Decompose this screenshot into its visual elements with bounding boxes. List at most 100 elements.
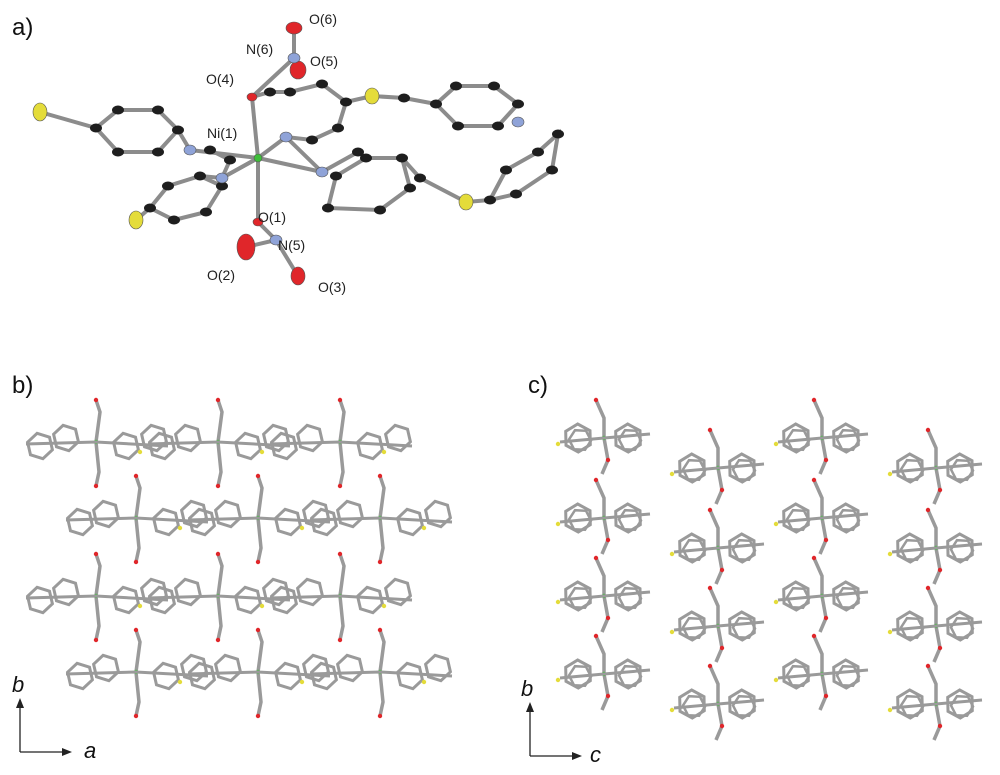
- ring: [213, 499, 243, 529]
- complex-unit: [669, 663, 765, 741]
- carbon-atom: [492, 121, 504, 131]
- ring: [896, 532, 924, 564]
- ring: [147, 585, 177, 615]
- oxygen-atom: [593, 477, 599, 483]
- oxygen-atom: [605, 615, 611, 621]
- carbon-atom: [510, 189, 522, 199]
- oxygen-atom: [133, 627, 139, 633]
- oxygen-atom: [133, 473, 139, 479]
- ring: [835, 508, 861, 532]
- complex-unit: [309, 627, 453, 719]
- ligand-backbone: [559, 512, 651, 524]
- ring: [301, 499, 331, 529]
- sulfur-atom: [421, 679, 427, 685]
- ring: [832, 580, 860, 612]
- carbon-atom: [172, 125, 184, 135]
- ring: [832, 658, 860, 690]
- carbon-atom: [152, 105, 164, 115]
- ring: [335, 653, 365, 683]
- carbon-atom: [90, 123, 102, 133]
- carbon-atom: [500, 165, 512, 175]
- carbon-atom: [112, 147, 124, 157]
- ring: [946, 688, 974, 720]
- arrow-up-icon: [526, 702, 534, 712]
- oxygen-atom: [255, 559, 261, 565]
- ring: [335, 499, 365, 529]
- ring: [728, 532, 756, 564]
- ring: [25, 431, 55, 461]
- complex-unit: [555, 555, 651, 633]
- carbon-atom: [306, 135, 318, 145]
- carbon-atom: [162, 181, 174, 191]
- sulfur-atom: [555, 599, 561, 605]
- complex-unit: [187, 627, 331, 719]
- ring: [681, 694, 707, 718]
- sulfur-atom: [299, 525, 305, 531]
- ring: [896, 610, 924, 642]
- oxygen-atom: [255, 627, 261, 633]
- oxygen-atom: [255, 713, 261, 719]
- oxygen-atom: [719, 567, 725, 573]
- carbon-atom: [452, 121, 464, 131]
- oxygen-atom: [925, 663, 931, 669]
- ring: [567, 428, 593, 452]
- oxygen-atom: [215, 551, 221, 557]
- ligand-backbone: [777, 432, 869, 444]
- ring: [949, 694, 975, 718]
- sulfur-atom: [555, 677, 561, 683]
- carbon-atom: [430, 99, 442, 109]
- oxygen-atom: [707, 585, 713, 591]
- sulfur-atom: [381, 449, 387, 455]
- sulfur-atom: [669, 629, 675, 635]
- oxygen-atom: [605, 693, 611, 699]
- oxygen-atom: [925, 585, 931, 591]
- complex-unit: [65, 627, 209, 719]
- ring: [179, 653, 209, 683]
- bond: [221, 156, 259, 180]
- ring: [614, 658, 642, 690]
- ring: [111, 431, 141, 461]
- ring: [111, 585, 141, 615]
- complex-unit: [555, 397, 651, 475]
- panel-c-label: c): [528, 372, 548, 399]
- ligand-backbone: [891, 542, 983, 554]
- carbon-atom: [552, 129, 564, 139]
- carbon-atom: [332, 123, 344, 133]
- ring: [728, 610, 756, 642]
- oxygen-atom: [719, 645, 725, 651]
- sulfur-atom: [458, 193, 474, 211]
- atom-label-o2: O(2): [207, 267, 235, 283]
- sulfur-atom: [773, 599, 779, 605]
- ring: [782, 580, 810, 612]
- sulfur-atom: [773, 521, 779, 527]
- carbon-atom: [374, 205, 386, 215]
- complex-unit: [25, 551, 169, 643]
- ring: [261, 423, 291, 453]
- ring: [269, 431, 299, 461]
- ring: [899, 616, 925, 640]
- oxygen-atom: [823, 457, 829, 463]
- ligand-backbone: [777, 668, 869, 680]
- ring: [785, 586, 811, 610]
- ligand-backbone: [891, 462, 983, 474]
- sulfur-atom: [887, 707, 893, 713]
- sulfur-atom: [669, 707, 675, 713]
- ring: [91, 499, 121, 529]
- carbon-atom: [546, 165, 558, 175]
- bond: [250, 56, 296, 99]
- ring: [383, 577, 413, 607]
- oxygen-atom: [925, 507, 931, 513]
- ring: [731, 694, 757, 718]
- chain-bond: [39, 110, 97, 130]
- oxygen-atom: [707, 507, 713, 513]
- sulfur-atom: [887, 629, 893, 635]
- ring: [51, 423, 81, 453]
- ring: [896, 688, 924, 720]
- sulfur-atom: [259, 449, 265, 455]
- ring: [617, 664, 643, 688]
- ring: [25, 585, 55, 615]
- complex-unit: [773, 477, 869, 555]
- ring: [782, 658, 810, 690]
- oxygen-atom: [215, 483, 221, 489]
- ring: [946, 610, 974, 642]
